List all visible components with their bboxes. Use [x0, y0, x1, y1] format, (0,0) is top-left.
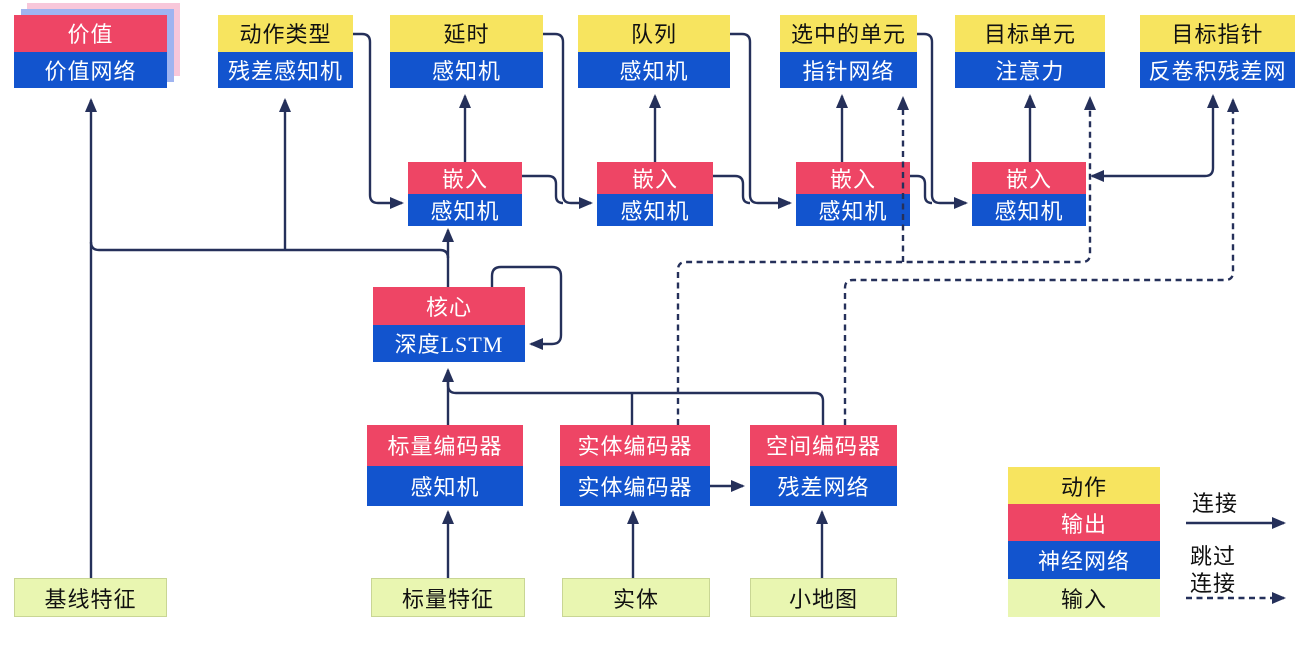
node-core-head: 核心 [373, 287, 525, 325]
wire-embed4-target-pointer [1090, 94, 1219, 182]
node-action-type: 动作类型 残差感知机 [218, 15, 353, 88]
legend-skip-label-line2: 连接 [1189, 571, 1236, 596]
legend-output: 输出 [1008, 504, 1160, 541]
node-embed-3-head: 嵌入 [796, 162, 910, 194]
node-embed-3-network: 感知机 [796, 194, 910, 226]
node-value-head: 价值 [14, 15, 167, 52]
legend-connection-label: 连接 [1191, 491, 1238, 516]
legend-color-key: 动作 输出 神经网络 输入 [1008, 467, 1160, 617]
node-scalar-encoder-network: 感知机 [367, 465, 523, 506]
input-entities: 实体 [562, 578, 710, 617]
skip-spatial-to-target-pointer [843, 98, 1239, 425]
legend-skip-label-line1: 跳过 [1189, 544, 1236, 569]
node-spatial-encoder: 空间编码器 残差网络 [750, 425, 897, 506]
node-embed-2-network: 感知机 [597, 194, 713, 226]
wire-embed2-to-embed3 [713, 174, 751, 205]
wire-embed1-to-embed2 [522, 174, 564, 205]
node-delay-network: 感知机 [390, 51, 543, 88]
node-embed-4-head: 嵌入 [972, 162, 1086, 194]
node-delay: 延时 感知机 [390, 15, 543, 88]
node-entity-encoder-head: 实体编码器 [560, 425, 710, 466]
node-spatial-encoder-network: 残差网络 [750, 465, 897, 506]
node-action-type-head: 动作类型 [218, 15, 353, 52]
node-queue: 队列 感知机 [578, 15, 730, 88]
node-target-unit: 目标单元 注意力 [955, 15, 1105, 88]
input-scalar-features: 标量特征 [371, 578, 525, 617]
node-queue-head: 队列 [578, 15, 730, 52]
node-core-network: 深度LSTM [373, 324, 525, 362]
node-target-unit-head: 目标单元 [955, 15, 1105, 52]
node-embed-2: 嵌入 感知机 [597, 162, 713, 226]
node-entity-encoder-network: 实体编码器 [560, 465, 710, 506]
node-value: 价值 价值网络 [14, 15, 167, 88]
skip-entity-to-target-unit [676, 96, 1096, 425]
node-target-pointer: 目标指针 反卷积残差网 [1140, 15, 1295, 88]
node-embed-1-network: 感知机 [408, 194, 522, 226]
node-embed-4: 嵌入 感知机 [972, 162, 1086, 226]
node-embed-3: 嵌入 感知机 [796, 162, 910, 226]
legend-input: 输入 [1008, 579, 1160, 617]
node-selected-units-head: 选中的单元 [780, 15, 917, 52]
node-target-pointer-network: 反卷积残差网 [1140, 51, 1295, 88]
node-selected-units: 选中的单元 指针网络 [780, 15, 917, 88]
node-spatial-encoder-head: 空间编码器 [750, 425, 897, 466]
node-core: 核心 深度LSTM [373, 287, 525, 362]
node-scalar-encoder: 标量编码器 感知机 [367, 425, 523, 506]
node-target-pointer-head: 目标指针 [1140, 15, 1295, 52]
legend-action: 动作 [1008, 467, 1160, 504]
node-value-network: 价值网络 [14, 51, 167, 88]
node-target-unit-network: 注意力 [955, 51, 1105, 88]
node-embed-1-head: 嵌入 [408, 162, 522, 194]
input-minimap: 小地图 [750, 578, 897, 617]
wire-core-left-rail [89, 241, 450, 259]
node-delay-head: 延时 [390, 15, 543, 52]
legend-network: 神经网络 [1008, 541, 1160, 579]
node-embed-4-network: 感知机 [972, 194, 1086, 226]
input-baseline-features: 基线特征 [14, 578, 167, 617]
wire-embed3-to-embed4 [910, 174, 933, 205]
node-selected-units-network: 指针网络 [780, 51, 917, 88]
node-action-type-network: 残差感知机 [218, 51, 353, 88]
node-embed-1: 嵌入 感知机 [408, 162, 522, 226]
node-scalar-encoder-head: 标量编码器 [367, 425, 523, 466]
wire-encoder-rail [446, 372, 825, 425]
node-embed-2-head: 嵌入 [597, 162, 713, 194]
node-queue-network: 感知机 [578, 51, 730, 88]
node-entity-encoder: 实体编码器 实体编码器 [560, 425, 710, 506]
